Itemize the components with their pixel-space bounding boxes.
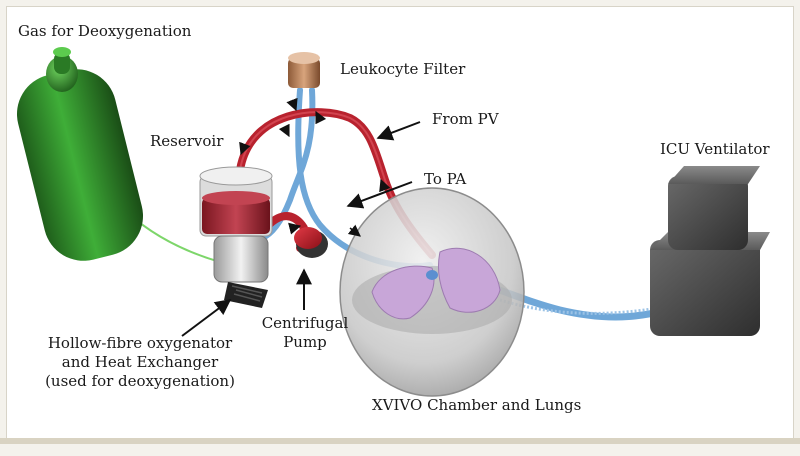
lung-left [371, 265, 435, 320]
label-chamber: XVIVO Chamber and Lungs [372, 396, 582, 414]
label-leukocyte-filter: Leukocyte Filter [340, 60, 466, 78]
icu-ventilator [650, 166, 770, 336]
label-pump: Centrifugal Pump [250, 314, 360, 352]
arrow-oxygenator [181, 299, 232, 337]
lung-right [437, 247, 501, 313]
label-pump-line1: Centrifugal [261, 314, 349, 332]
label-oxygenator-line1: Hollow-fibre oxygenator [47, 334, 233, 352]
flow-arrows [239, 97, 391, 237]
bottom-rule [0, 438, 800, 444]
label-oxygenator-line2: and Heat Exchanger [61, 353, 219, 371]
oxygenator [213, 235, 269, 308]
centrifugal-pump [294, 227, 328, 258]
label-to-pa: To PA [424, 170, 467, 188]
reservoir [199, 166, 273, 237]
arrow-to-pa [346, 181, 413, 209]
label-from-pv: From PV [432, 110, 499, 128]
label-oxygenator: Hollow-fibre oxygenator and Heat Exchang… [30, 334, 250, 391]
leukocyte-filter [288, 52, 320, 88]
arrow-from-pv [376, 121, 421, 141]
label-arrows [181, 121, 421, 337]
xvivo-chamber [339, 187, 525, 397]
gas-cylinder [16, 47, 144, 261]
label-oxygenator-line3: (used for deoxygenation) [45, 372, 235, 390]
label-reservoir: Reservoir [150, 132, 224, 150]
label-pump-line2: Pump [283, 333, 327, 351]
label-icu-ventilator: ICU Ventilator [660, 140, 770, 158]
label-gas: Gas for Deoxygenation [18, 22, 192, 40]
